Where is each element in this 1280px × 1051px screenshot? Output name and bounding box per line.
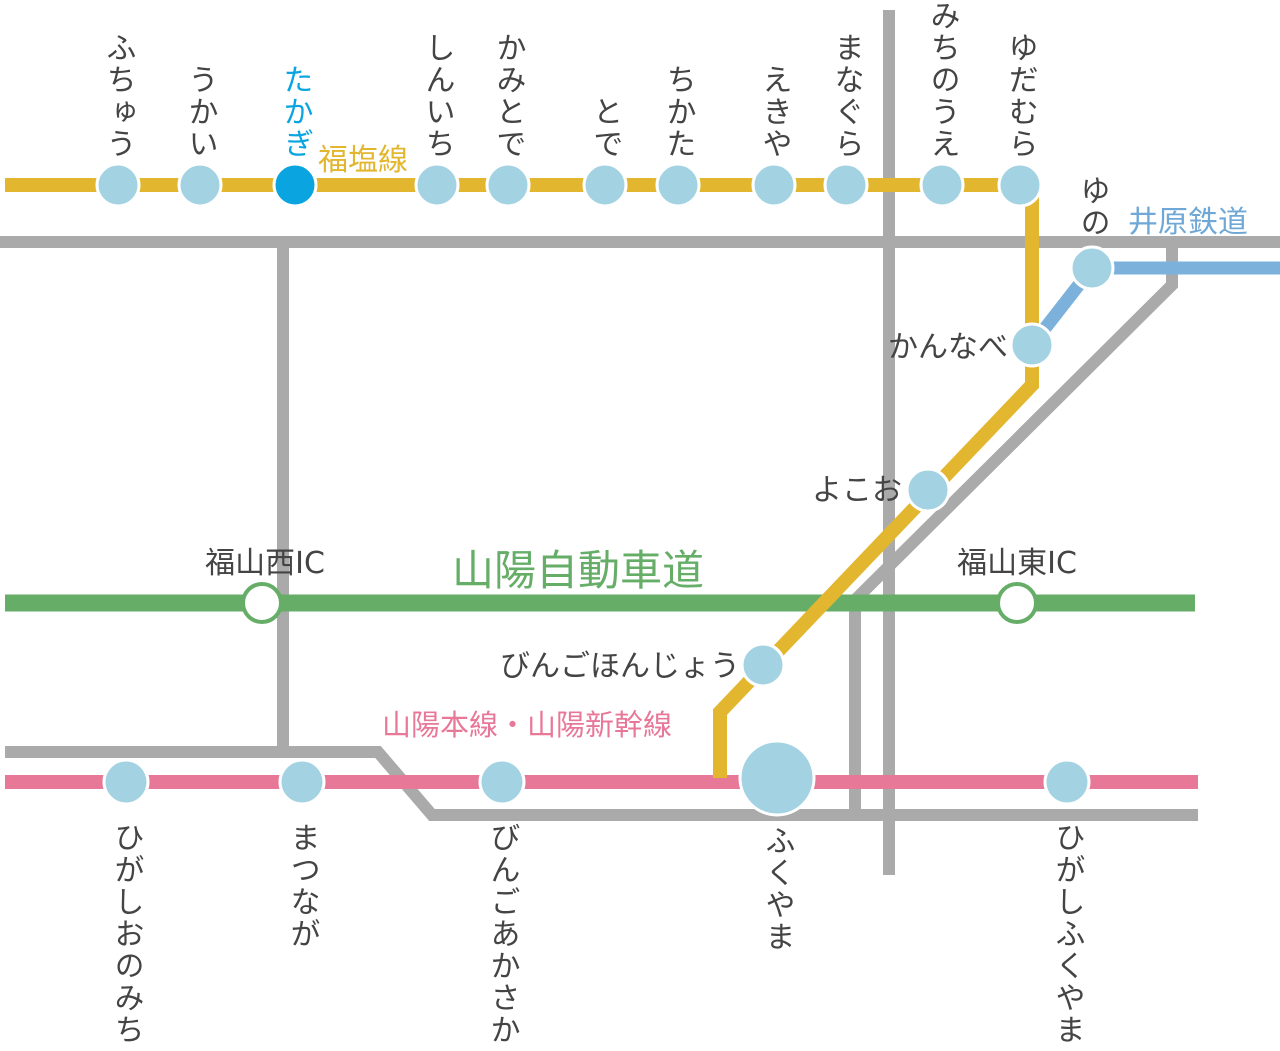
ibara-line-label: 井原鉄道 <box>1128 205 1248 240</box>
station-label: ひがしふくやま <box>1050 822 1085 1046</box>
station-label: びんごあかさか <box>485 822 520 1046</box>
station-label: えきや <box>757 64 792 160</box>
expressway-label: 山陽自動車道 <box>452 546 704 595</box>
station-label-highlight: たかぎ <box>278 64 313 160</box>
station-label: しんいち <box>420 32 455 160</box>
station-5[interactable] <box>582 162 628 208</box>
station-label: ゆの <box>1075 175 1110 239</box>
station-3[interactable] <box>414 162 460 208</box>
station-fukuyama[interactable] <box>738 739 816 817</box>
station-1[interactable] <box>177 162 223 208</box>
station-label: かみとで <box>491 32 526 160</box>
fukuen-line-label: 福塩線 <box>318 143 408 178</box>
ic-fukuyama-nishi[interactable] <box>241 582 283 624</box>
station-label: うかい <box>183 64 218 160</box>
station-yokoo[interactable] <box>905 467 951 513</box>
station-6[interactable] <box>655 162 701 208</box>
station-label: まなぐら <box>829 32 864 160</box>
station-higashifukuyama[interactable] <box>1043 758 1091 806</box>
station-higashionomichi[interactable] <box>102 758 150 806</box>
station-matsunaga[interactable] <box>278 758 326 806</box>
station-yuno[interactable] <box>1069 245 1115 291</box>
station-label: ふちゅう <box>101 32 136 160</box>
station-label: ゆだむら <box>1003 32 1038 160</box>
station-0[interactable] <box>95 162 141 208</box>
station-10[interactable] <box>997 162 1043 208</box>
top-stations <box>95 162 1043 208</box>
station-kannabe[interactable] <box>1009 322 1055 368</box>
sanyo-line-label: 山陽本線・山陽新幹線 <box>382 708 672 742</box>
station-9[interactable] <box>919 162 965 208</box>
station-label: とで <box>588 96 623 160</box>
station-label: ふくやま <box>760 825 795 953</box>
station-label: ひがしおのみち <box>109 822 144 1046</box>
ic-fukuyama-higashi[interactable] <box>996 582 1038 624</box>
station-highlight[interactable] <box>272 162 318 208</box>
ic-label-east: 福山東IC <box>957 546 1077 581</box>
station-label: ちかた <box>661 64 696 160</box>
station-bingohonjo[interactable] <box>740 642 786 688</box>
station-8[interactable] <box>823 162 869 208</box>
station-label: まつなが <box>285 822 320 950</box>
ic-label-west: 福山西IC <box>205 546 325 581</box>
station-7[interactable] <box>751 162 797 208</box>
station-4[interactable] <box>485 162 531 208</box>
station-label: かんなべ <box>888 330 1008 365</box>
station-label: よこお <box>812 473 902 508</box>
top-station-labels: ふちゅう うかい たかぎ しんいち かみとで とで ちかた えきや まなぐら み… <box>101 0 1038 160</box>
station-label: みちのうえ <box>925 0 960 160</box>
station-label: びんごほんじょう <box>500 649 740 684</box>
station-bingoakasaka[interactable] <box>478 758 526 806</box>
